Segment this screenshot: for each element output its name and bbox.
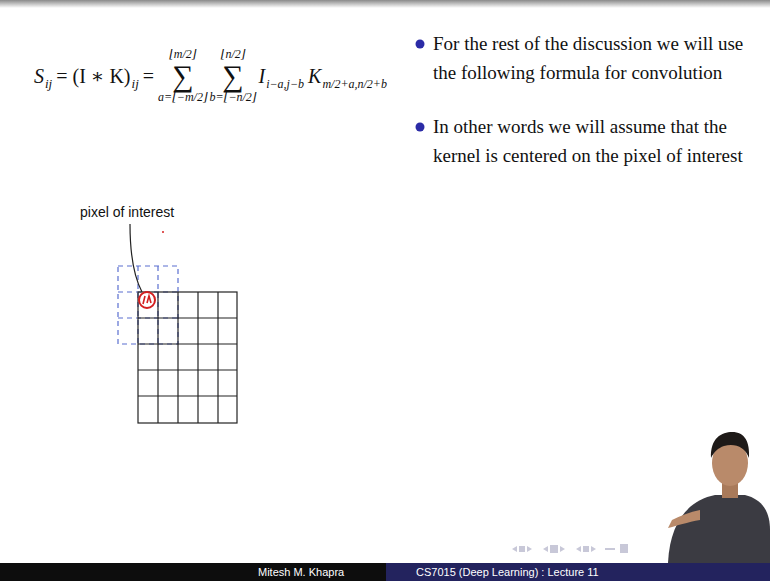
formula-subscript: m/2+a,n/2+b bbox=[322, 78, 387, 91]
formula-term: = (I ∗ K) bbox=[56, 65, 130, 87]
formula-subscript: ij bbox=[132, 77, 139, 91]
formula-part: ⌊m/2⌋∑a=⌊−m/2⌋ bbox=[158, 48, 208, 104]
formula-part: Sij bbox=[34, 65, 52, 87]
footer-author: Mitesh M. Khapra bbox=[258, 565, 344, 579]
formula-subscript: ij bbox=[45, 77, 52, 91]
convolution-formula: Sij= (I ∗ K)ij=⌊m/2⌋∑a=⌊−m/2⌋⌊n/2⌋∑b=⌊−n… bbox=[34, 28, 391, 124]
sum-sign: ∑ bbox=[172, 61, 193, 91]
presenter-figure bbox=[668, 432, 770, 563]
formula-symbol: S bbox=[34, 65, 44, 87]
formula-part: ⌊n/2⌋∑b=⌊−n/2⌋ bbox=[210, 48, 257, 104]
footer-title: CS7015 (Deep Learning) : Lecture 11 bbox=[416, 565, 599, 579]
formula-part: = bbox=[143, 65, 154, 87]
leader-line bbox=[130, 224, 142, 292]
formula-term: = bbox=[143, 65, 154, 87]
bullet-dot bbox=[416, 123, 425, 132]
formula-part: Ii−a,j−b bbox=[259, 65, 305, 87]
sum-limit: b=⌊−n/2⌋ bbox=[210, 91, 257, 104]
kernel-grid bbox=[118, 266, 178, 344]
top-shade bbox=[0, 0, 770, 8]
annotation-label: pixel of interest bbox=[80, 204, 174, 221]
bullet-dot bbox=[416, 40, 425, 49]
bullet-text: In other words we will assume that the k… bbox=[433, 112, 758, 170]
sum-limit: a=⌊−m/2⌋ bbox=[158, 91, 208, 104]
formula-subscript: i−a,j−b bbox=[266, 78, 304, 91]
formula-symbol: K bbox=[308, 65, 321, 87]
footer-bar bbox=[0, 563, 386, 581]
sum-limit: ⌊m/2⌋ bbox=[169, 48, 196, 61]
sum-sign: ∑ bbox=[222, 61, 243, 91]
formula-part: = (I ∗ K)ij bbox=[56, 65, 139, 87]
bullet-text: For the rest of the discussion we will u… bbox=[433, 29, 758, 87]
formula-symbol: I bbox=[259, 65, 266, 87]
formula-part: Km/2+a,n/2+b bbox=[308, 65, 387, 87]
pixel-scribble bbox=[143, 296, 151, 304]
image-grid bbox=[138, 292, 237, 423]
footer-bar bbox=[386, 563, 770, 581]
sum-limit: ⌊n/2⌋ bbox=[221, 48, 246, 61]
nav-symbols bbox=[512, 544, 628, 553]
stray-dot bbox=[162, 231, 164, 233]
pixel-marker bbox=[139, 292, 155, 308]
